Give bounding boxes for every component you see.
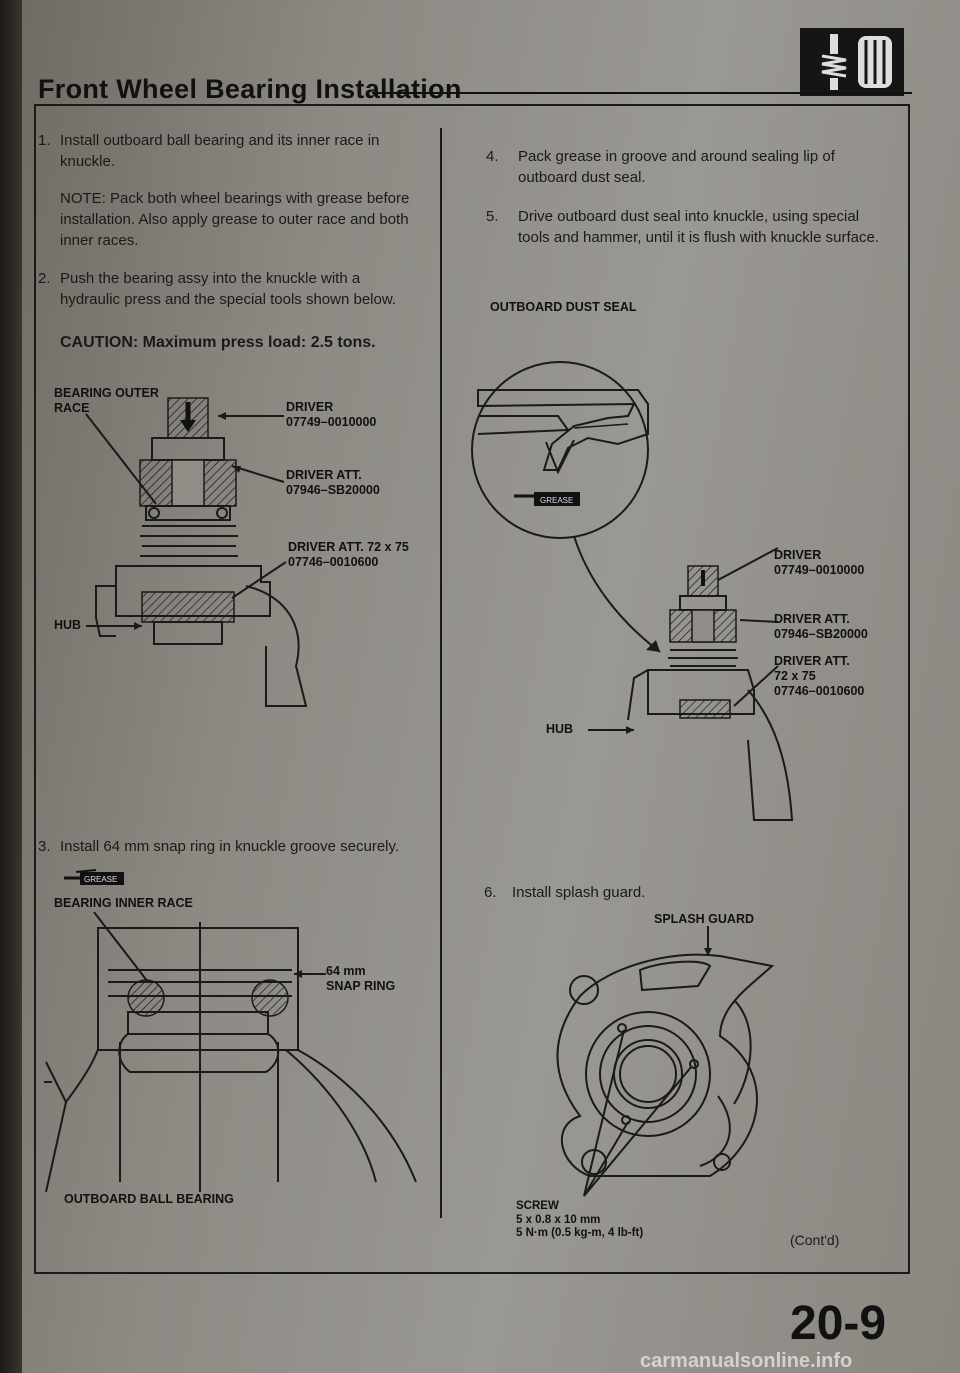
splash-guard-label: SPLASH GUARD	[654, 912, 755, 926]
step-4-number: 4.	[486, 148, 499, 165]
driver-label: DRIVER 07749–0010000	[286, 400, 377, 429]
page-title: Front Wheel Bearing Installation	[38, 74, 462, 104]
suspension-section-icon	[800, 28, 904, 96]
step-5-text: Drive outboard dust seal into knuckle, u…	[518, 208, 879, 246]
driver-att-72-label: DRIVER ATT. 72 x 75 07746–0010600	[288, 540, 409, 569]
step-6-number: 6.	[484, 884, 497, 901]
step-1: 1. Install outboard ball bearing and its…	[38, 130, 420, 172]
driver-label-2: DRIVER 07749–0010000	[774, 548, 865, 577]
step-3-number: 3.	[38, 838, 51, 855]
step-6-text: Install splash guard.	[512, 884, 646, 901]
column-divider	[440, 128, 442, 1218]
step-1-text: Install outboard ball bearing and its in…	[60, 132, 380, 170]
snap-ring-label: 64 mm SNAP RING	[326, 964, 396, 993]
hub-label-2: HUB	[546, 722, 574, 736]
outboard-ball-bearing-label: OUTBOARD BALL BEARING	[64, 1192, 234, 1206]
continued-label: (Cont'd)	[790, 1232, 840, 1248]
driver-att-72-label-2: DRIVER ATT. 72 x 75 07746–0010600	[774, 654, 865, 698]
driver-att-label-2: DRIVER ATT. 07946–SB20000	[774, 612, 868, 641]
step-2: 2. Push the bearing assy into the knuckl…	[38, 268, 420, 310]
content-frame	[34, 104, 910, 1274]
step-4-text: Pack grease in groove and around sealing…	[518, 148, 835, 186]
bearing-outer-race-label: BEARING OUTER RACE	[54, 386, 159, 415]
step-3: 3. Install 64 mm snap ring in knuckle gr…	[38, 836, 430, 857]
hub-label: HUB	[54, 618, 82, 632]
step-6: 6. Install splash guard.	[484, 882, 874, 903]
grease-icon: GREASE	[62, 868, 132, 888]
page-binding-shadow	[0, 0, 22, 1373]
step-4: 4. Pack grease in groove and around seal…	[486, 146, 880, 188]
step-5-number: 5.	[486, 208, 499, 225]
step-3-text: Install 64 mm snap ring in knuckle groov…	[60, 838, 400, 855]
screw-label: SCREW 5 x 0.8 x 10 mm 5 N·m (0.5 kg-m, 4…	[516, 1200, 644, 1239]
note-text: NOTE: Pack both wheel bearings with grea…	[60, 190, 410, 249]
watermark-text: carmanualsonline.info	[640, 1350, 853, 1372]
step-1-number: 1.	[38, 132, 51, 149]
grease-icon-2-label: GREASE	[540, 496, 573, 505]
bearing-press-diagram	[85, 397, 308, 707]
driver-att-label: DRIVER ATT. 07946–SB20000	[286, 468, 380, 497]
dust-seal-diagram: GREASE	[471, 361, 794, 821]
bearing-inner-race-label: BEARING INNER RACE	[54, 896, 193, 910]
step-2-number: 2.	[38, 270, 51, 287]
page-number: 20-9	[790, 1297, 887, 1350]
caution-text: CAUTION: Maximum press load: 2.5 tons.	[60, 334, 376, 351]
step-2-text: Push the bearing assy into the knuckle w…	[60, 270, 397, 308]
title-underline	[372, 92, 912, 94]
grease-icon-label: GREASE	[84, 875, 117, 884]
splash-guard-diagram	[556, 926, 775, 1197]
step-5: 5. Drive outboard dust seal into knuckle…	[486, 206, 880, 248]
snap-ring-diagram	[44, 912, 417, 1193]
shock-absorber-icon	[821, 34, 892, 90]
outboard-dust-seal-label: OUTBOARD DUST SEAL	[490, 300, 637, 314]
